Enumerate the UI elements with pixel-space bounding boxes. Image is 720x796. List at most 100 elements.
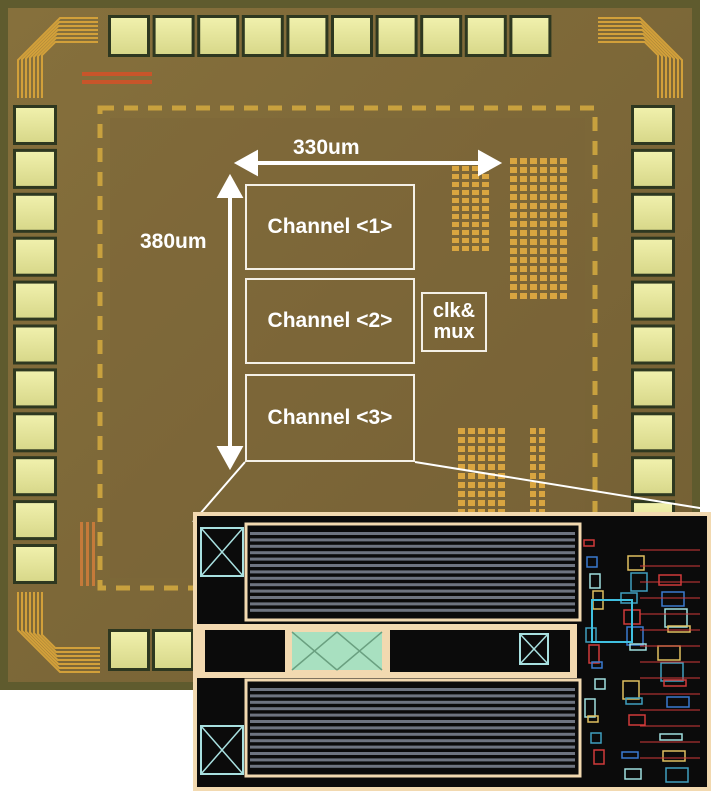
wire <box>21 21 98 98</box>
logic-cell <box>488 428 495 434</box>
wire <box>33 592 100 657</box>
metal-line <box>250 551 575 555</box>
wire <box>598 33 667 98</box>
metal-line <box>250 570 575 574</box>
logic-cell <box>560 221 567 227</box>
logic-cell <box>510 293 517 299</box>
logic-cell <box>452 230 459 235</box>
logic-cell <box>488 500 495 506</box>
standard-cell <box>589 573 601 589</box>
bond-pad <box>634 283 672 318</box>
wire <box>17 592 100 673</box>
logic-cell <box>472 190 479 195</box>
wire <box>598 21 679 98</box>
bond-pad <box>16 415 54 450</box>
bond-pad <box>16 108 54 142</box>
wire <box>598 17 683 98</box>
metal-line <box>250 739 575 743</box>
bond-pad <box>634 371 672 406</box>
logic-cell <box>520 257 527 263</box>
logic-cell <box>540 167 547 173</box>
logic-cell <box>530 248 537 254</box>
clk-mux-label-line1: clk& <box>432 300 476 322</box>
bond-pad <box>16 503 54 538</box>
logic-cell <box>560 257 567 263</box>
standard-cell <box>667 625 691 633</box>
clk-block <box>591 599 633 643</box>
logic-cell <box>520 185 527 191</box>
logic-cell <box>452 246 459 251</box>
logic-cell <box>482 198 489 203</box>
logic-cell <box>539 482 545 488</box>
logic-cell <box>482 182 489 187</box>
logic-cell <box>458 446 465 452</box>
logic-cell <box>530 464 536 470</box>
standard-cell <box>662 750 686 762</box>
logic-cell <box>478 500 485 506</box>
logic-cell <box>520 293 527 299</box>
metal-line <box>250 532 575 535</box>
metal-line <box>250 544 575 548</box>
metal-line <box>250 576 575 580</box>
logic-cell <box>550 293 557 299</box>
bond-pad <box>16 371 54 406</box>
bond-pad <box>16 195 54 230</box>
logic-cell <box>498 437 505 443</box>
standard-cell <box>665 767 689 783</box>
bank-frame <box>244 522 582 622</box>
logic-cell <box>478 428 485 434</box>
logic-cell <box>458 464 465 470</box>
logic-cell <box>510 176 517 182</box>
logic-cell <box>560 158 567 164</box>
logic-cell <box>520 284 527 290</box>
metal-line <box>250 732 575 736</box>
logic-cell <box>530 176 537 182</box>
logic-cell <box>452 206 459 211</box>
logic-cell <box>468 473 475 479</box>
logic-cell <box>540 221 547 227</box>
bond-pad <box>16 239 54 274</box>
logic-cell <box>472 246 479 251</box>
height-dimension-label: 380um <box>140 230 207 253</box>
logic-cell <box>488 437 495 443</box>
logic-cell <box>560 212 567 218</box>
standard-cell <box>591 661 603 669</box>
logic-cell <box>478 437 485 443</box>
logic-cell <box>468 500 475 506</box>
standard-cell <box>622 680 640 700</box>
logic-cell <box>472 182 479 187</box>
logic-cell <box>498 428 505 434</box>
logic-cell <box>478 455 485 461</box>
logic-cell <box>540 275 547 281</box>
logic-cell <box>539 428 545 434</box>
logic-cell <box>550 194 557 200</box>
logic-cell <box>510 212 517 218</box>
metal-line <box>250 764 575 768</box>
logic-cell <box>458 455 465 461</box>
logic-cell <box>530 428 536 434</box>
logic-cell <box>468 446 475 452</box>
logic-cell <box>472 222 479 227</box>
standard-cell <box>588 644 600 664</box>
logic-cell <box>550 158 557 164</box>
logic-cell <box>560 194 567 200</box>
bond-pad <box>512 18 549 54</box>
width-dimension-label: 330um <box>293 136 360 159</box>
logic-cell <box>539 455 545 461</box>
logic-cell <box>540 257 547 263</box>
wire <box>37 592 100 653</box>
channel-2-label: Channel <2> <box>267 309 393 332</box>
standard-cell <box>584 698 596 718</box>
top-marks <box>82 72 152 84</box>
logic-cell <box>462 206 469 211</box>
logic-cell <box>550 221 557 227</box>
standard-cell <box>659 733 683 741</box>
standard-cell <box>620 592 638 604</box>
logic-cell <box>540 203 547 209</box>
wire <box>25 592 100 665</box>
standard-cell <box>624 768 642 780</box>
logic-cell <box>540 248 547 254</box>
logic-cell <box>510 203 517 209</box>
metal-line <box>250 726 575 730</box>
